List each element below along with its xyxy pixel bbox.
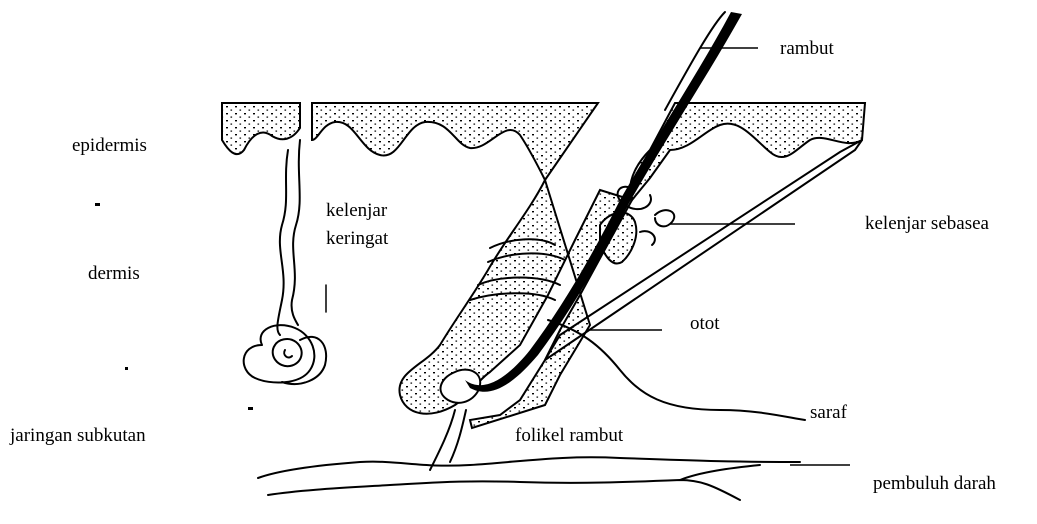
label-folikel-rambut: folikel rambut (515, 425, 623, 447)
label-rambut: rambut (780, 38, 834, 60)
label-saraf: saraf (810, 402, 847, 424)
sweat-gland-duct-inner (292, 140, 300, 325)
hair-follicle-sheath (399, 180, 632, 428)
label-jaringan-subkutan: jaringan subkutan (10, 425, 146, 447)
blood-vessel-lower (268, 480, 740, 500)
label-epidermis: epidermis (72, 135, 147, 157)
label-otot: otot (690, 313, 720, 335)
label-kelenjar-keringat-line1: kelenjar (326, 200, 387, 222)
label-kelenjar-keringat-line2: keringat (326, 228, 388, 250)
blood-vessel-branch (680, 465, 760, 480)
nerve (548, 320, 805, 420)
epidermis-right-layer (630, 103, 865, 200)
label-pembuluh-darah: pembuluh darah (873, 473, 996, 495)
epidermis-left-layer (222, 103, 300, 154)
label-dermis: dermis (88, 263, 140, 285)
sweat-gland-coil (244, 285, 326, 384)
label-kelenjar-sebasea: kelenjar sebasea (865, 213, 989, 235)
blood-vessel-upper (258, 457, 800, 478)
epidermis-middle-layer (312, 103, 598, 180)
sweat-gland-duct (277, 150, 288, 335)
